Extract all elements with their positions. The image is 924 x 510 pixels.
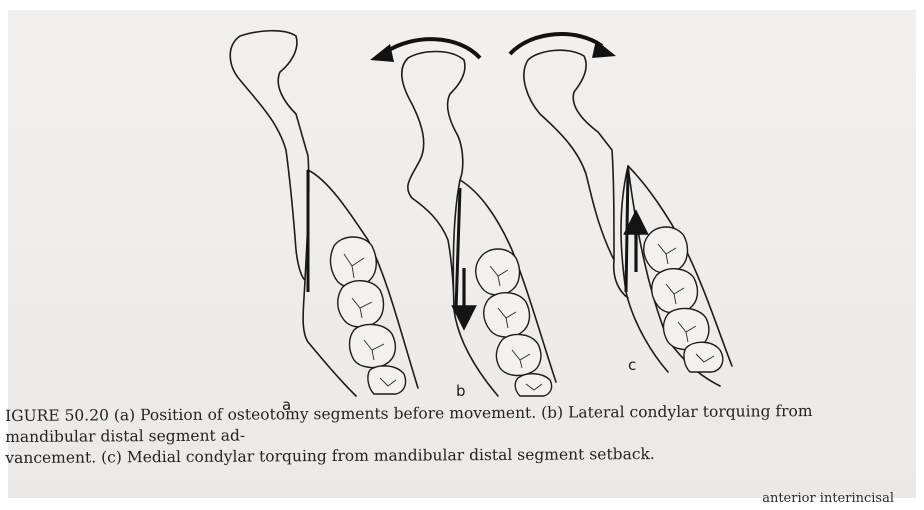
figure-illustration: a b <box>229 29 733 414</box>
panel-c-ramus-outline <box>523 49 629 299</box>
panel-a-ramus-outline <box>229 29 357 397</box>
tooth <box>475 248 521 296</box>
tooth <box>483 292 531 338</box>
tooth <box>683 341 724 373</box>
tooth <box>367 365 407 395</box>
panel-a-teeth <box>329 236 407 395</box>
panel-b-label: b <box>456 382 466 400</box>
panel-c-label: c <box>628 356 636 374</box>
caption-line-1: IGURE 50.20 (a) Position of osteotomy se… <box>5 402 813 446</box>
panel-b-arrowhead <box>370 44 394 62</box>
panel-a-drawing: a <box>229 29 419 414</box>
tooth <box>514 373 553 397</box>
panel-c-rotation-arrow <box>508 32 604 56</box>
book-page: a b <box>5 10 916 506</box>
panel-b-anterior-border <box>459 179 557 383</box>
panel-b-osteotomy-line <box>454 187 462 311</box>
next-paragraph-fragment: anterior interincisal <box>762 491 894 506</box>
panel-c-arrowhead <box>592 40 616 58</box>
tooth <box>651 268 699 314</box>
tooth <box>643 226 689 274</box>
panel-c-drawing: c <box>508 32 733 387</box>
panel-c-teeth <box>643 226 724 373</box>
tooth <box>495 333 542 377</box>
caption-line-2: vancement. (c) Medial condylar torquing … <box>5 445 655 467</box>
panel-a-label: a <box>282 396 291 414</box>
panel-c-osteotomy-line <box>624 169 630 293</box>
panel-b-teeth <box>475 248 553 397</box>
figure-caption: IGURE 50.20 (a) Position of osteotomy se… <box>5 401 905 469</box>
tooth <box>348 323 397 369</box>
panel-b-rotation-arrow <box>384 37 482 60</box>
panel-b-ramus-outline <box>401 50 499 397</box>
panel-b-drawing: b <box>370 37 557 400</box>
tooth <box>329 236 377 288</box>
tooth <box>337 280 385 328</box>
